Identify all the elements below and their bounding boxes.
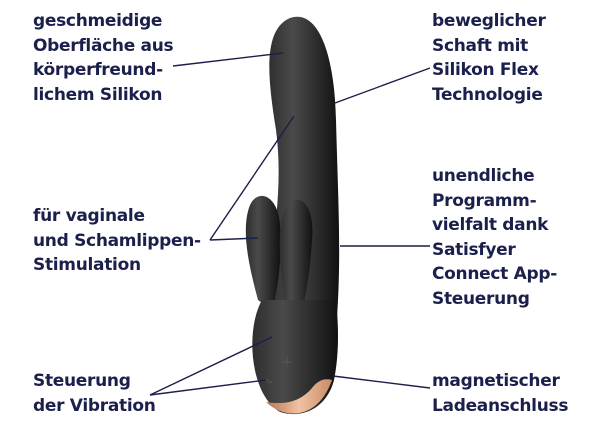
label-line: lichem Silikon xyxy=(33,84,163,105)
label-line: Oberfläche aus xyxy=(33,35,174,56)
plus-button-icon xyxy=(282,357,292,367)
label-stimulation: für vaginale und Schamlippen- Stimulatio… xyxy=(33,204,201,278)
clitoral-arm-left xyxy=(245,195,281,310)
label-line: magnetischer xyxy=(432,371,560,391)
label-surface: geschmeidige Oberfläche aus körperfreund… xyxy=(33,9,174,107)
label-line: der Vibration xyxy=(33,395,156,416)
label-line: vielfalt dank xyxy=(432,215,549,235)
label-line: für vaginale xyxy=(33,206,145,226)
label-line: Connect App- xyxy=(432,264,557,284)
label-line: Satisfyer xyxy=(432,239,516,260)
label-line: Ladeanschluss xyxy=(432,395,569,416)
label-line: Silikon Flex xyxy=(432,60,539,80)
label-app: unendliche Programm- vielfalt dank Satis… xyxy=(432,164,557,311)
label-line: unendliche xyxy=(432,166,535,186)
callout-lines xyxy=(149,52,431,396)
label-line: Schaft mit xyxy=(432,35,529,56)
charging-cap xyxy=(266,379,332,414)
label-line: Stimulation xyxy=(33,255,141,275)
label-line: beweglicher xyxy=(432,11,546,31)
label-line: Steuerung xyxy=(33,371,131,391)
label-shaft: beweglicher Schaft mit Silikon Flex Tech… xyxy=(432,9,546,107)
handle xyxy=(252,300,338,415)
label-line: Technologie xyxy=(432,84,543,105)
label-charging: magnetischer Ladeanschluss xyxy=(432,369,568,418)
label-line: Steuerung xyxy=(432,288,530,309)
label-line: geschmeidige xyxy=(33,11,163,31)
clitoral-arm-right xyxy=(279,200,313,320)
label-line: und Schamlippen- xyxy=(33,230,201,251)
label-line: Programm- xyxy=(432,190,537,211)
label-control: Steuerung der Vibration xyxy=(33,369,156,418)
label-line: körperfreund- xyxy=(33,60,163,80)
